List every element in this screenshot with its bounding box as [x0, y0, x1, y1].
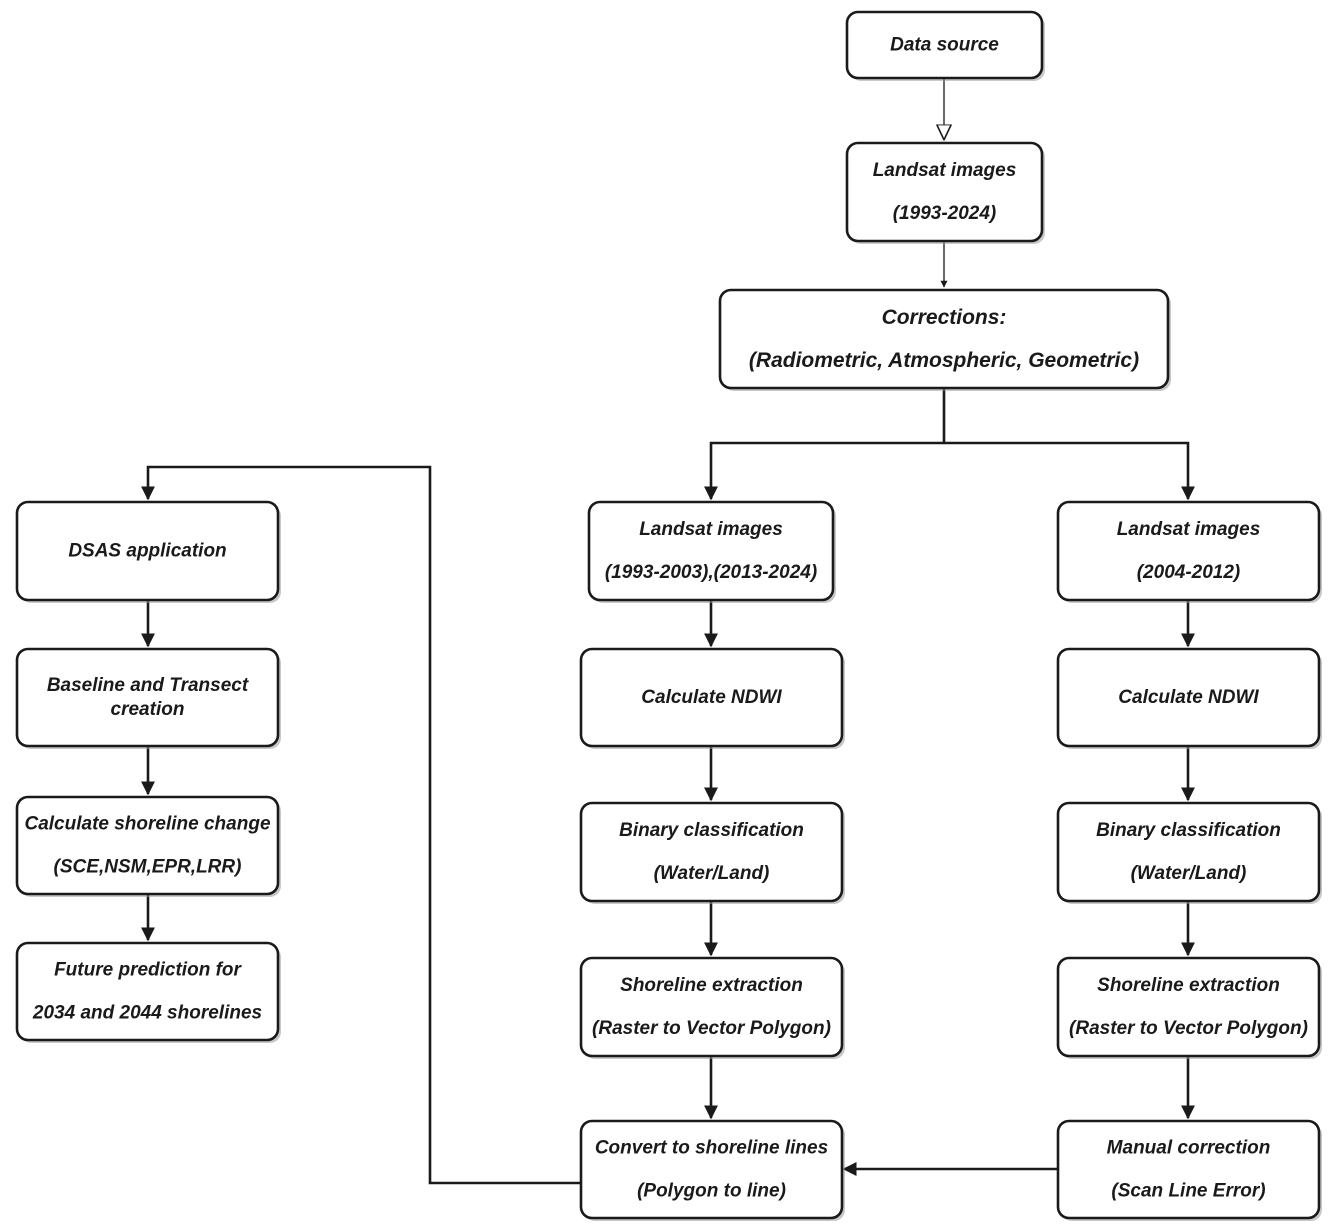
node-label-line: Landsat images [1117, 519, 1261, 540]
node-label-line: (2004-2012) [1137, 562, 1241, 583]
node-label-line: (SCE,NSM,EPR,LRR) [54, 857, 242, 878]
node-landsat-a: Landsat images (1993-2003),(2013-2024) [587, 500, 836, 603]
node-box [1056, 956, 1321, 1058]
node-label-line: Future prediction for [54, 960, 242, 981]
node-box [845, 10, 1044, 80]
node-ndwi-b: Calculate NDWI [1056, 647, 1322, 749]
node-box [1056, 647, 1321, 748]
node-label-line: Baseline and Transect [47, 675, 249, 696]
node-box [587, 500, 835, 602]
node-label-line: creation [111, 699, 185, 720]
node-ndwi-a: Calculate NDWI [579, 647, 845, 749]
node-label-line: Landsat images [639, 519, 783, 540]
arrow-convert-to-dsas [141, 465, 581, 1185]
node-label-line: DSAS application [68, 541, 226, 562]
node-label-line: Manual correction [1107, 1138, 1271, 1159]
node-label-line: Binary classification [619, 820, 804, 841]
node-label-line: Calculate NDWI [1118, 687, 1259, 708]
node-label-line: (Polygon to line) [637, 1181, 786, 1202]
node-box [1056, 500, 1321, 602]
node-label-line: Shoreline extraction [620, 975, 803, 996]
node-landsat-all: Landsat images (1993-2024) [845, 141, 1045, 244]
node-label-line: (1993-2003),(2013-2024) [605, 562, 817, 583]
node-future: Future prediction for 2034 and 2044 shore… [15, 941, 281, 1043]
arrow-split-to-landsat-a [704, 441, 944, 501]
node-box [718, 288, 1170, 390]
node-box [1056, 1119, 1321, 1220]
node-extract-b: Shoreline extraction (Raster to Vector Po… [1056, 956, 1322, 1059]
node-label-line: (Water/Land) [654, 863, 770, 884]
node-convert: Convert to shoreline lines (Polygon to li… [579, 1119, 845, 1221]
node-landsat-b: Landsat images (2004-2012) [1056, 500, 1322, 603]
node-box [579, 1119, 844, 1220]
node-label-line: Landsat images [873, 160, 1017, 181]
node-box [845, 141, 1044, 243]
node-baseline: Baseline and Transect creation [15, 647, 281, 749]
node-box [579, 801, 844, 903]
node-box [15, 647, 280, 748]
node-label-line: Convert to shoreline lines [595, 1138, 828, 1159]
node-label-line: (Radiometric, Atmospheric, Geometric) [749, 349, 1139, 372]
node-shoreline-change: Calculate shoreline change (SCE,NSM,EPR,L… [15, 795, 281, 897]
node-label-line: Data source [890, 35, 999, 56]
node-box [579, 647, 844, 748]
node-dsas: DSAS application [15, 500, 281, 603]
node-label-line: Corrections: [882, 306, 1007, 329]
node-label-line: (1993-2024) [893, 203, 997, 224]
node-data-source: Data source [845, 10, 1045, 81]
node-box [579, 956, 844, 1058]
node-box [15, 795, 280, 896]
node-label-line: (Water/Land) [1131, 863, 1247, 884]
connectors [141, 78, 1195, 1185]
node-label-line: (Raster to Vector Polygon) [1069, 1018, 1308, 1039]
node-box [15, 941, 280, 1042]
node-extract-a: Shoreline extraction (Raster to Vector Po… [579, 956, 845, 1059]
node-box [1056, 801, 1321, 903]
node-label-line: Calculate shoreline change [24, 814, 270, 835]
arrow-split-to-landsat-b [944, 441, 1195, 501]
node-label-line: (Scan Line Error) [1111, 1181, 1265, 1202]
node-corrections: Corrections: (Radiometric, Atmospheric, G… [718, 288, 1171, 391]
node-binary-a: Binary classification (Water/Land) [579, 801, 845, 904]
node-label-line: Binary classification [1096, 820, 1281, 841]
node-box [15, 500, 280, 602]
node-manual: Manual correction (Scan Line Error) [1056, 1119, 1322, 1221]
node-label-line: (Raster to Vector Polygon) [592, 1018, 831, 1039]
node-binary-b: Binary classification (Water/Land) [1056, 801, 1322, 904]
node-label-line: Shoreline extraction [1097, 975, 1280, 996]
node-label-line: Calculate NDWI [641, 687, 782, 708]
node-label-line: 2034 and 2044 shorelines [32, 1003, 262, 1024]
